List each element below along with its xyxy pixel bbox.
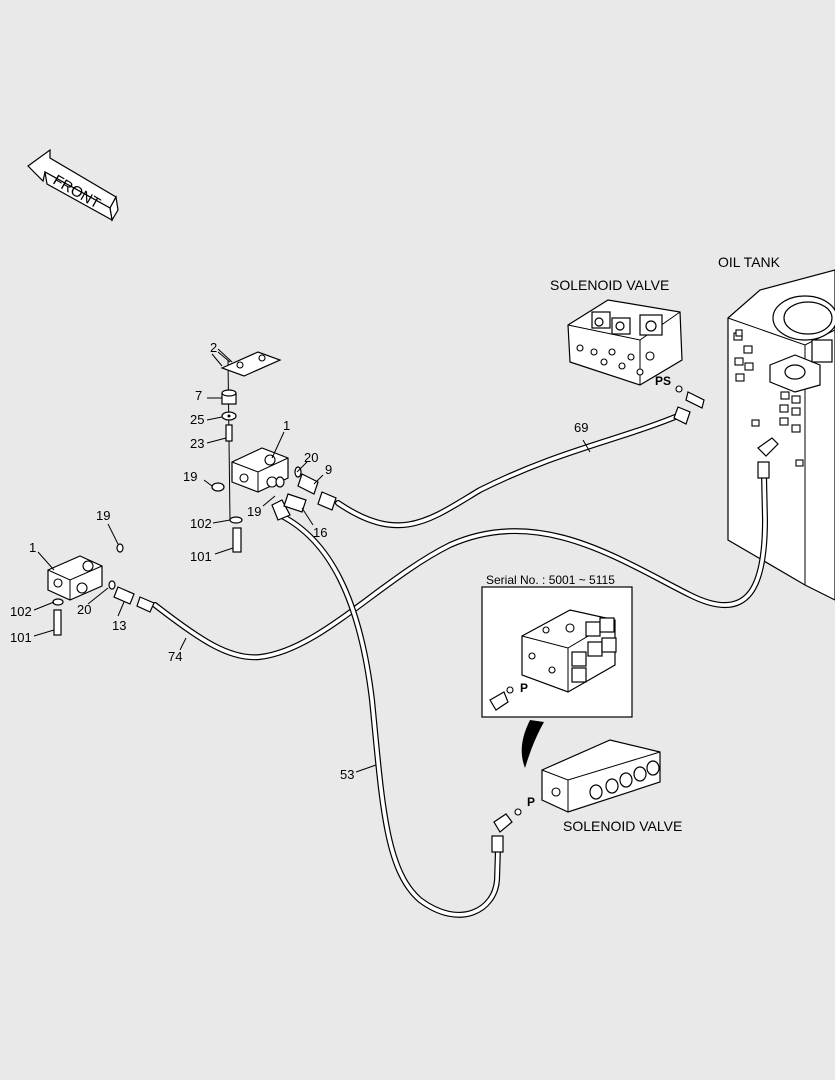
part-label-19-center-left: 19 xyxy=(183,469,197,484)
part-label-20-center: 20 xyxy=(304,450,318,465)
port-p-bottom-label: P xyxy=(527,795,535,809)
part-label-23: 23 xyxy=(190,436,204,451)
port-ps-label: PS xyxy=(655,374,671,388)
left-block-assembly xyxy=(47,543,135,636)
part-label-19-left: 19 xyxy=(96,508,110,523)
part-label-7: 7 xyxy=(195,388,202,403)
solenoid-valve-top-caption: SOLENOID VALVE xyxy=(550,277,669,293)
part-label-69: 69 xyxy=(574,420,588,435)
part-label-102-center: 102 xyxy=(190,516,212,531)
serial-inset: Serial No. : 5001 ~ 5115 P xyxy=(481,573,633,718)
part-label-1-left: 1 xyxy=(29,540,36,555)
ps-elbow-fitting xyxy=(685,391,705,409)
solenoid-valve-bottom: P SOLENOID VALVE xyxy=(514,739,682,834)
part-label-9: 9 xyxy=(325,462,332,477)
oil-tank-caption: OIL TANK xyxy=(718,254,781,270)
part-label-25: 25 xyxy=(190,412,204,427)
port-p-inset-label: P xyxy=(520,681,528,695)
part-label-20-left: 20 xyxy=(77,602,91,617)
part-label-53: 53 xyxy=(340,767,354,782)
inset-pointer-arrow xyxy=(521,720,544,768)
center-bracket-assembly xyxy=(211,348,319,553)
part-label-13: 13 xyxy=(112,618,126,633)
leader-lines xyxy=(33,351,591,773)
hose-74 xyxy=(152,472,768,661)
part-label-101-left: 101 xyxy=(10,630,32,645)
solenoid-valve-bottom-caption: SOLENOID VALVE xyxy=(563,818,682,834)
part-number-labels: 2 7 25 23 1 20 9 19 102 101 19 16 69 19 … xyxy=(10,340,588,782)
tank-ports xyxy=(733,329,804,467)
part-label-74: 74 xyxy=(168,649,182,664)
hose-fittings xyxy=(136,406,779,853)
serial-no-caption: Serial No. : 5001 ~ 5115 xyxy=(486,573,615,587)
part-label-102-left: 102 xyxy=(10,604,32,619)
hose-69 xyxy=(335,412,683,529)
front-arrow-icon: FRONT xyxy=(27,148,119,222)
hose-53 xyxy=(277,512,501,918)
oil-tank: OIL TANK xyxy=(718,254,835,601)
part-label-16: 16 xyxy=(313,525,327,540)
part-label-101-center: 101 xyxy=(190,549,212,564)
part-label-19-center-right: 19 xyxy=(247,504,261,519)
part-label-1-center: 1 xyxy=(283,418,290,433)
solenoid-valve-top: SOLENOID VALVE PS xyxy=(550,277,705,409)
part-label-2: 2 xyxy=(210,340,217,355)
